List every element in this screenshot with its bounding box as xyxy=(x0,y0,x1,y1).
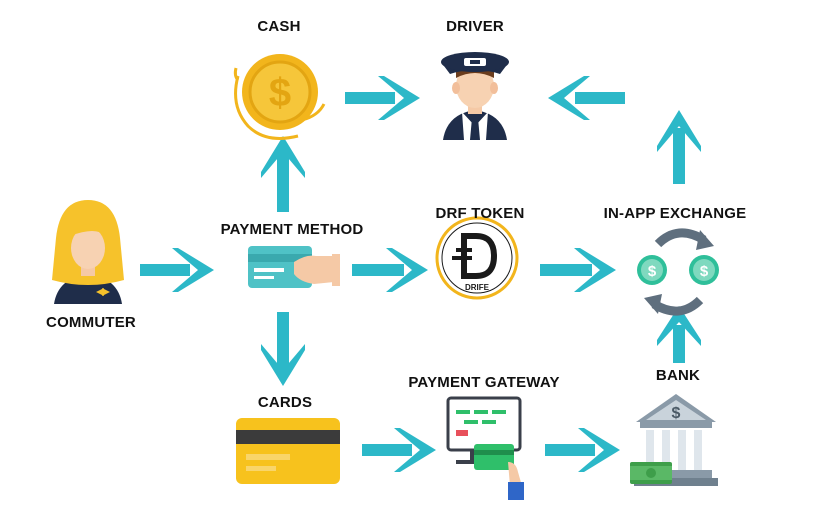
drife-token-icon: DRIFE xyxy=(435,216,519,300)
commuter-label: COMMUTER xyxy=(46,314,136,331)
bank-icon: $ xyxy=(630,394,718,486)
commuter-icon xyxy=(52,200,124,304)
svg-text:$: $ xyxy=(269,71,291,115)
coin-icon: $ xyxy=(233,54,326,140)
arrow-gateway-to-bank xyxy=(545,428,620,472)
arrow-payment-to-cash xyxy=(261,136,305,212)
cash-label: CASH xyxy=(257,18,301,35)
arrow-payment-to-drf xyxy=(352,248,428,292)
arrow-cards-to-gateway xyxy=(362,428,436,472)
driver-icon xyxy=(441,52,509,140)
bank-label: BANK xyxy=(655,367,701,384)
arrow-drf-to-exchange xyxy=(540,248,616,292)
arrow-payment-to-cards xyxy=(261,312,305,386)
payment-method-label: PAYMENT METHOD xyxy=(220,221,364,238)
driver-label: DRIVER xyxy=(446,18,504,35)
arrow-exchange-to-driver xyxy=(548,76,625,120)
arrow-cash-to-driver xyxy=(345,76,420,120)
payment-gateway-label: PAYMENT GATEWAY xyxy=(408,374,560,391)
cards-label: CARDS xyxy=(257,394,313,411)
exchange-icon: $ $ xyxy=(637,228,719,316)
credit-card-icon xyxy=(236,418,340,484)
drife-logo-text: DRIFE xyxy=(465,283,490,292)
drf-token-label: DRF TOKEN xyxy=(435,205,525,222)
arrow-exchange-to-top xyxy=(657,110,701,184)
payment-gateway-icon xyxy=(446,396,524,500)
svg-text:$: $ xyxy=(700,263,709,280)
payment-card-icon xyxy=(248,246,340,288)
svg-text:$: $ xyxy=(648,263,657,280)
arrow-commuter-to-payment xyxy=(140,248,214,292)
svg-text:$: $ xyxy=(672,405,681,422)
in-app-exchange-label: IN-APP EXCHANGE xyxy=(603,205,747,222)
